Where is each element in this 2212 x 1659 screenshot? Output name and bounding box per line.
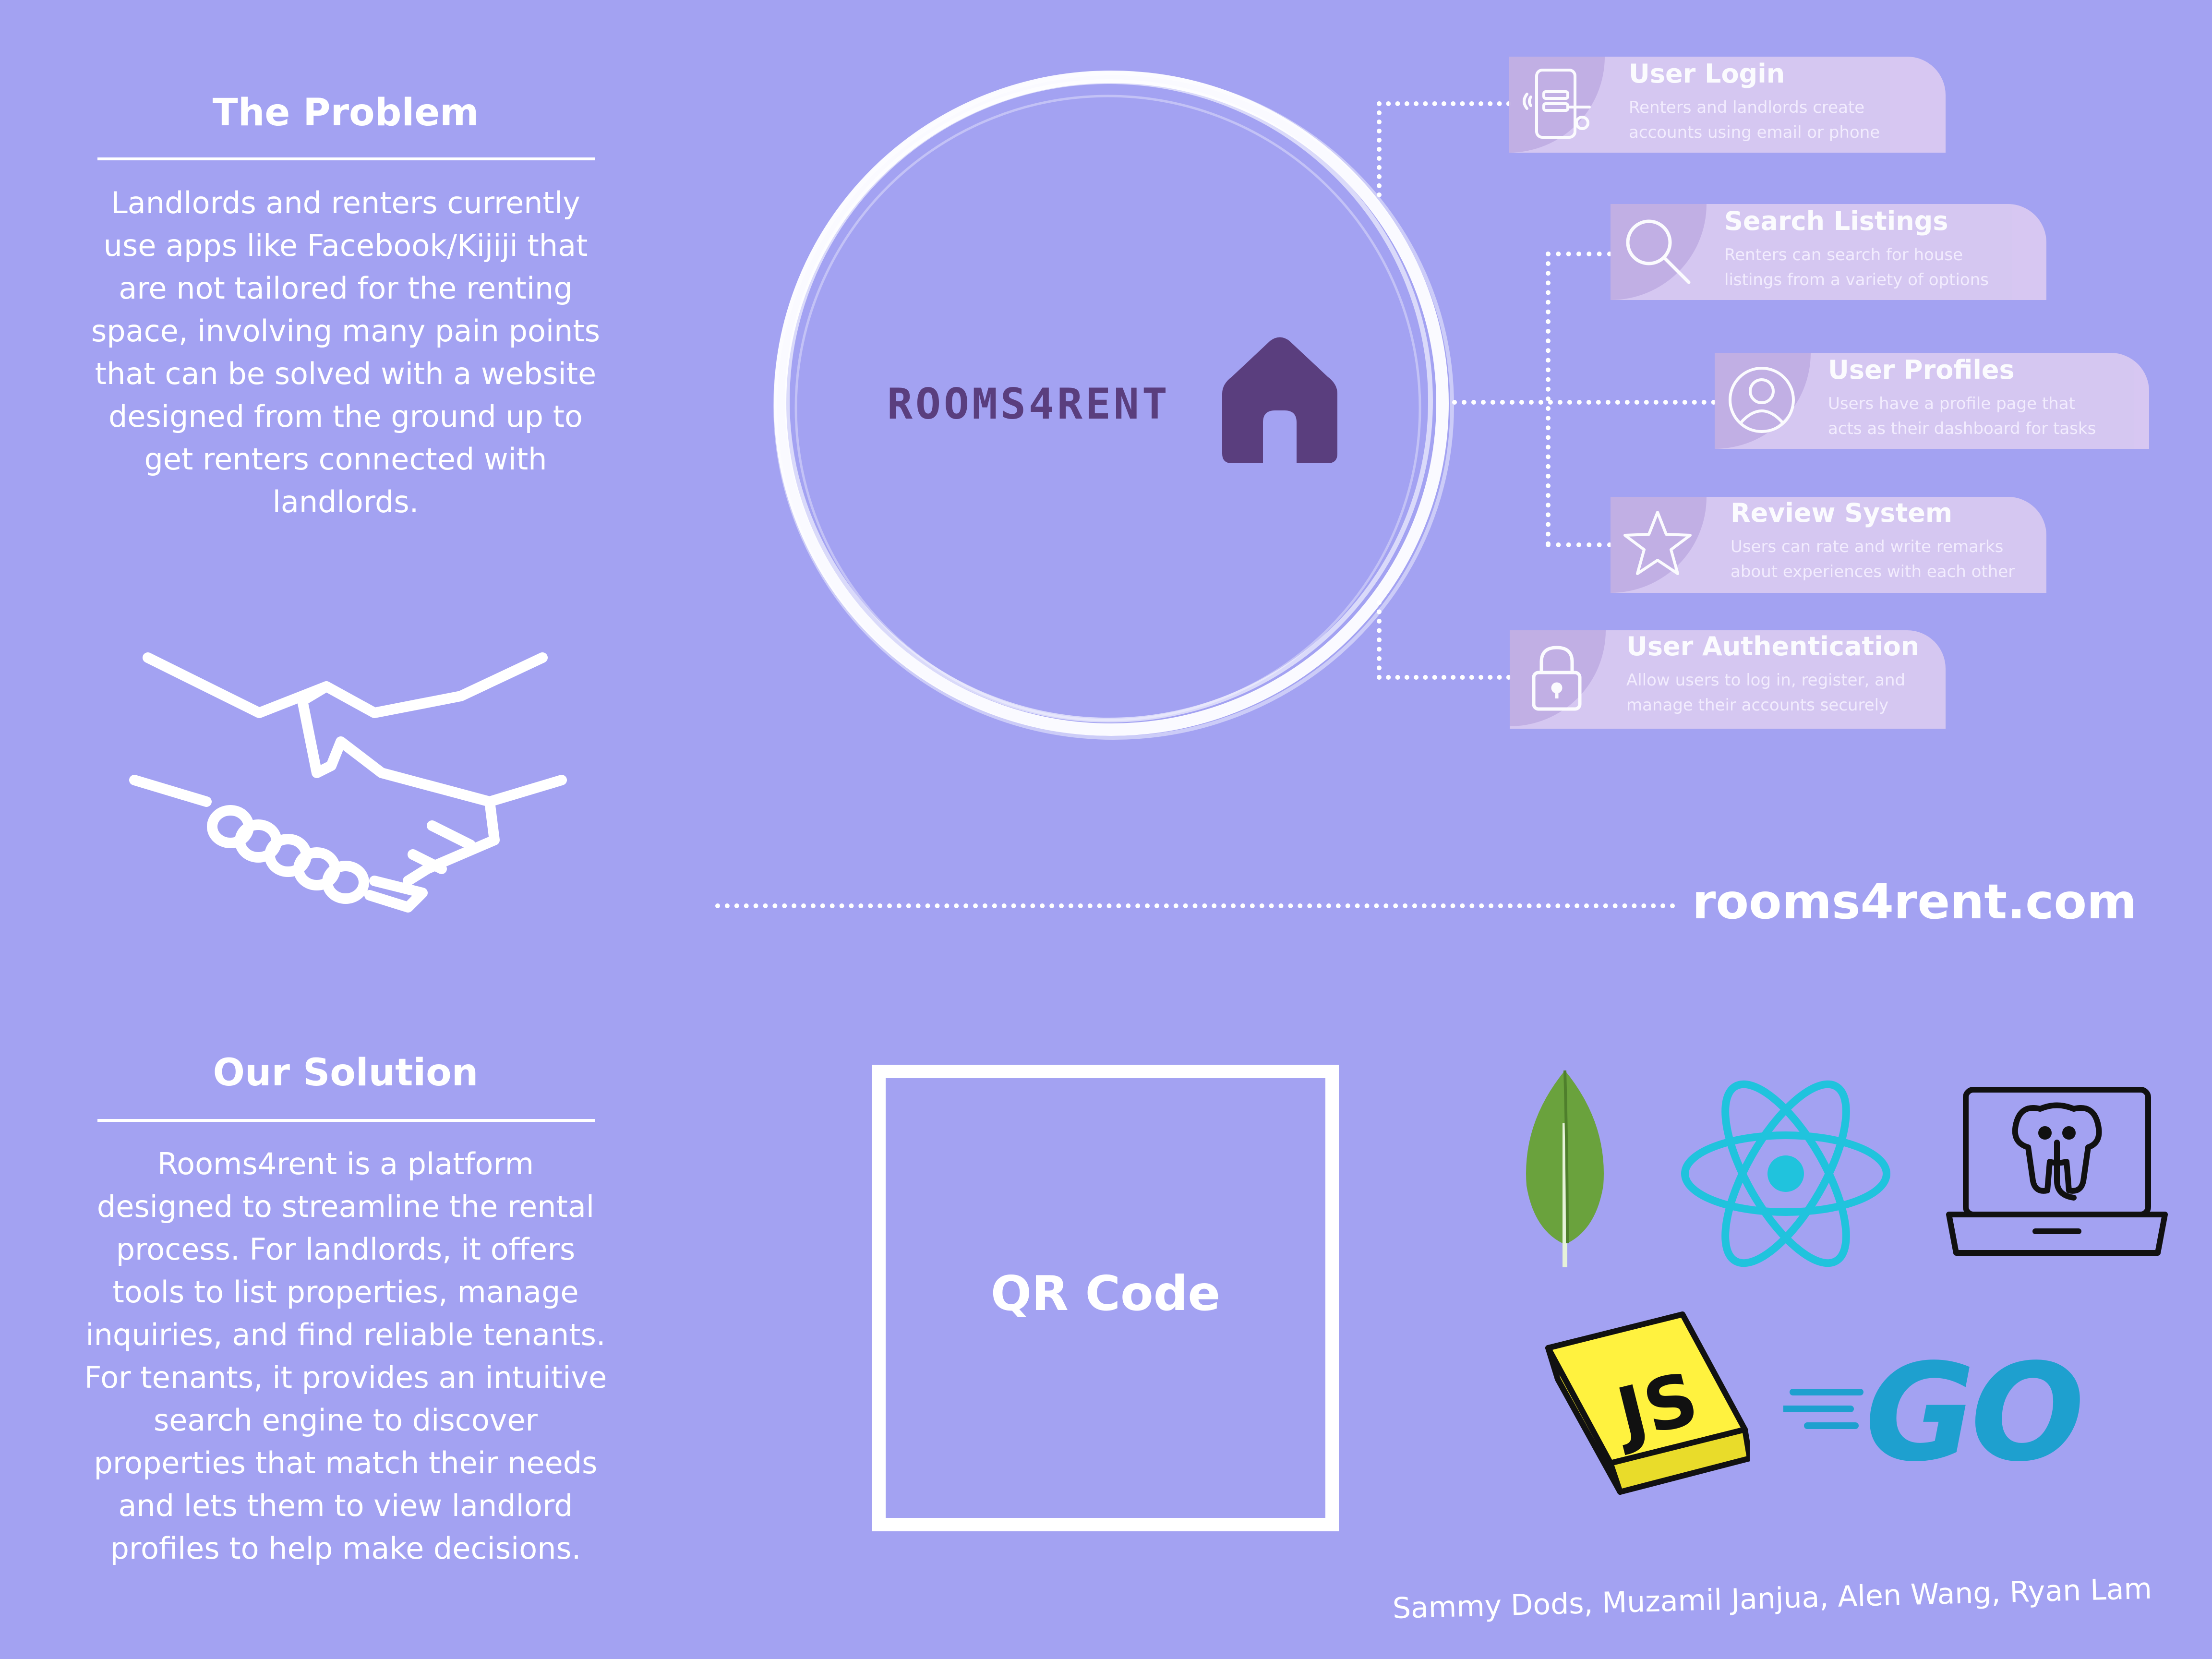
connector-line [1546,542,1612,547]
lock-icon [1532,646,1582,711]
connector-line [1546,252,1612,256]
feature-title: User Profiles [1828,355,2015,385]
feature-desc: Users can rate and write remarks about e… [1731,537,2015,581]
feature-desc: Renters can search for house listings fr… [1724,245,1989,289]
feature-card-search-listings: Search Listings Renters can search for h… [1611,204,2046,300]
logo-text: ROOMS4RENT [887,379,1170,429]
feature-title: User Authentication [1626,631,1920,661]
feature-card-user-authentication: User Authentication Allow users to log i… [1510,630,1946,729]
solution-divider [97,1119,595,1122]
feature-desc: Allow users to log in, register, and man… [1626,671,1906,715]
connector-line [1377,600,1382,680]
feature-desc: Users have a profile page that acts as t… [1828,394,2096,438]
qr-code-label: QR Code [990,1265,1221,1322]
connector-line [1546,252,1551,546]
postgresql-icon [1946,1087,2168,1256]
feature-desc: Renters and landlords create accounts us… [1629,98,1880,142]
problem-heading: The Problem [212,91,479,134]
feature-title: Search Listings [1724,206,1948,236]
search-icon [1626,219,1691,284]
go-icon: GO [1783,1339,2087,1474]
qr-code-placeholder: QR Code [872,1065,1339,1531]
handshake-icon [129,652,567,913]
phone-login-icon [1523,69,1591,139]
website-url: rooms4rent.com [1692,874,2137,930]
connector-line [1377,101,1511,106]
feature-card-review-system: Review System Users can rate and write r… [1611,497,2046,593]
feature-card-user-login: User Login Renters and landlords create … [1509,57,1946,153]
go-label: GO [1865,1339,2082,1474]
solution-text: Rooms4rent is a platform designed to str… [84,1146,607,1566]
website-dotted-line [715,903,1675,908]
react-icon [1681,1080,1890,1267]
mongodb-icon [1526,1070,1604,1267]
feature-title: User Login [1629,59,1785,89]
javascript-icon: JS [1545,1311,1750,1495]
problem-divider [97,157,595,160]
connector-line [1377,101,1382,197]
connector-line [1377,675,1511,680]
brush-circle [773,71,1454,740]
house-icon [1222,337,1337,463]
user-icon [1729,367,1795,433]
star-icon [1623,511,1692,575]
authors-credit: Sammy Dods, Muzamil Janjua, Alen Wang, R… [1392,1572,2152,1625]
feature-card-user-profiles: User Profiles Users have a profile page … [1715,353,2149,449]
solution-heading: Our Solution [213,1051,479,1094]
connector-line [1452,400,1716,405]
problem-text: Landlords and renters currently use apps… [91,185,601,519]
feature-title: Review System [1731,498,1953,528]
